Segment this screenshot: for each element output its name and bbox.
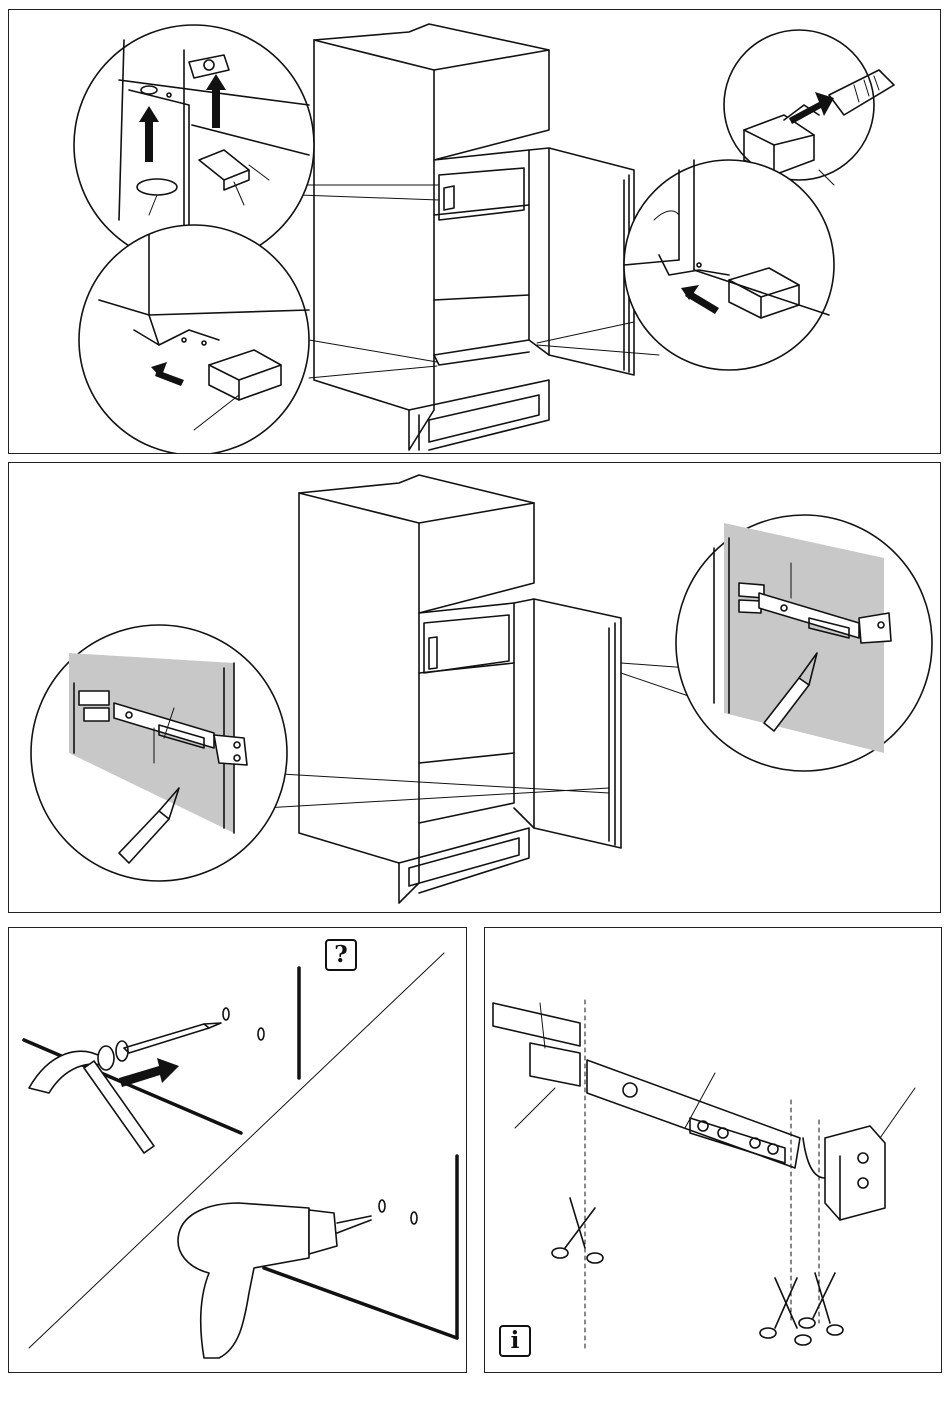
hammer-icon	[29, 1046, 154, 1153]
nail-drawing	[116, 1023, 221, 1061]
detail-circle-bottom-right	[624, 160, 834, 370]
panel-hinge-alignment	[8, 462, 941, 913]
detail-circle-bottom-left	[79, 225, 309, 454]
scissors-icon	[799, 1273, 843, 1335]
scissors-icon	[552, 1198, 603, 1263]
panel-hinge-trim: i	[484, 927, 942, 1373]
panel-door-stop-installation	[8, 9, 941, 454]
nail-drill-illustration	[9, 928, 467, 1373]
hinge-alignment-illustration	[9, 463, 941, 913]
hinge-trim-illustration	[485, 928, 942, 1373]
detail-circle-right	[676, 515, 932, 771]
drill-icon	[178, 1203, 371, 1358]
detail-circle-left	[31, 625, 287, 881]
info-icon: i	[499, 1325, 531, 1357]
cabinet-drawing	[314, 24, 634, 450]
panel-nail-or-drill: ?	[8, 927, 467, 1373]
door-stop-illustration	[9, 10, 941, 454]
arrow-icon	[119, 1058, 179, 1087]
hinge-drawing	[803, 1126, 885, 1220]
cabinet-drawing	[299, 475, 621, 903]
question-icon: ?	[325, 939, 357, 971]
scissors-icon	[760, 1278, 811, 1345]
strip-drawing	[493, 1003, 800, 1168]
